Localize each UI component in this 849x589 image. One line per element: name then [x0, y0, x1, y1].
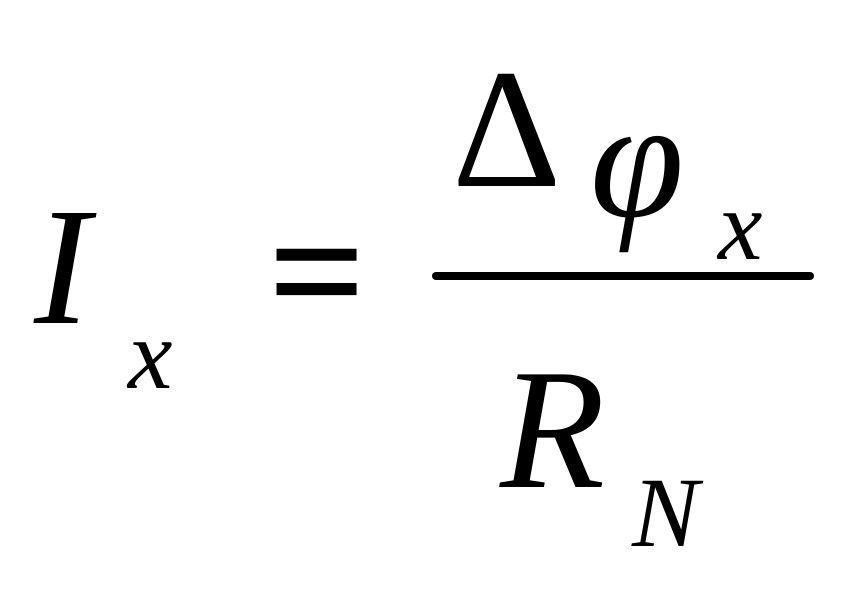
phi-symbol: φ [590, 65, 685, 253]
resistance-symbol: R [500, 335, 606, 525]
numerator-subscript: x [718, 170, 763, 281]
resistance-subscript: N [632, 457, 699, 568]
fraction-bar [432, 272, 814, 280]
current-subscript: x [128, 299, 173, 410]
equals-sign: = [268, 177, 367, 367]
delta-symbol: Δ [452, 35, 562, 223]
current-symbol: I [34, 174, 90, 360]
